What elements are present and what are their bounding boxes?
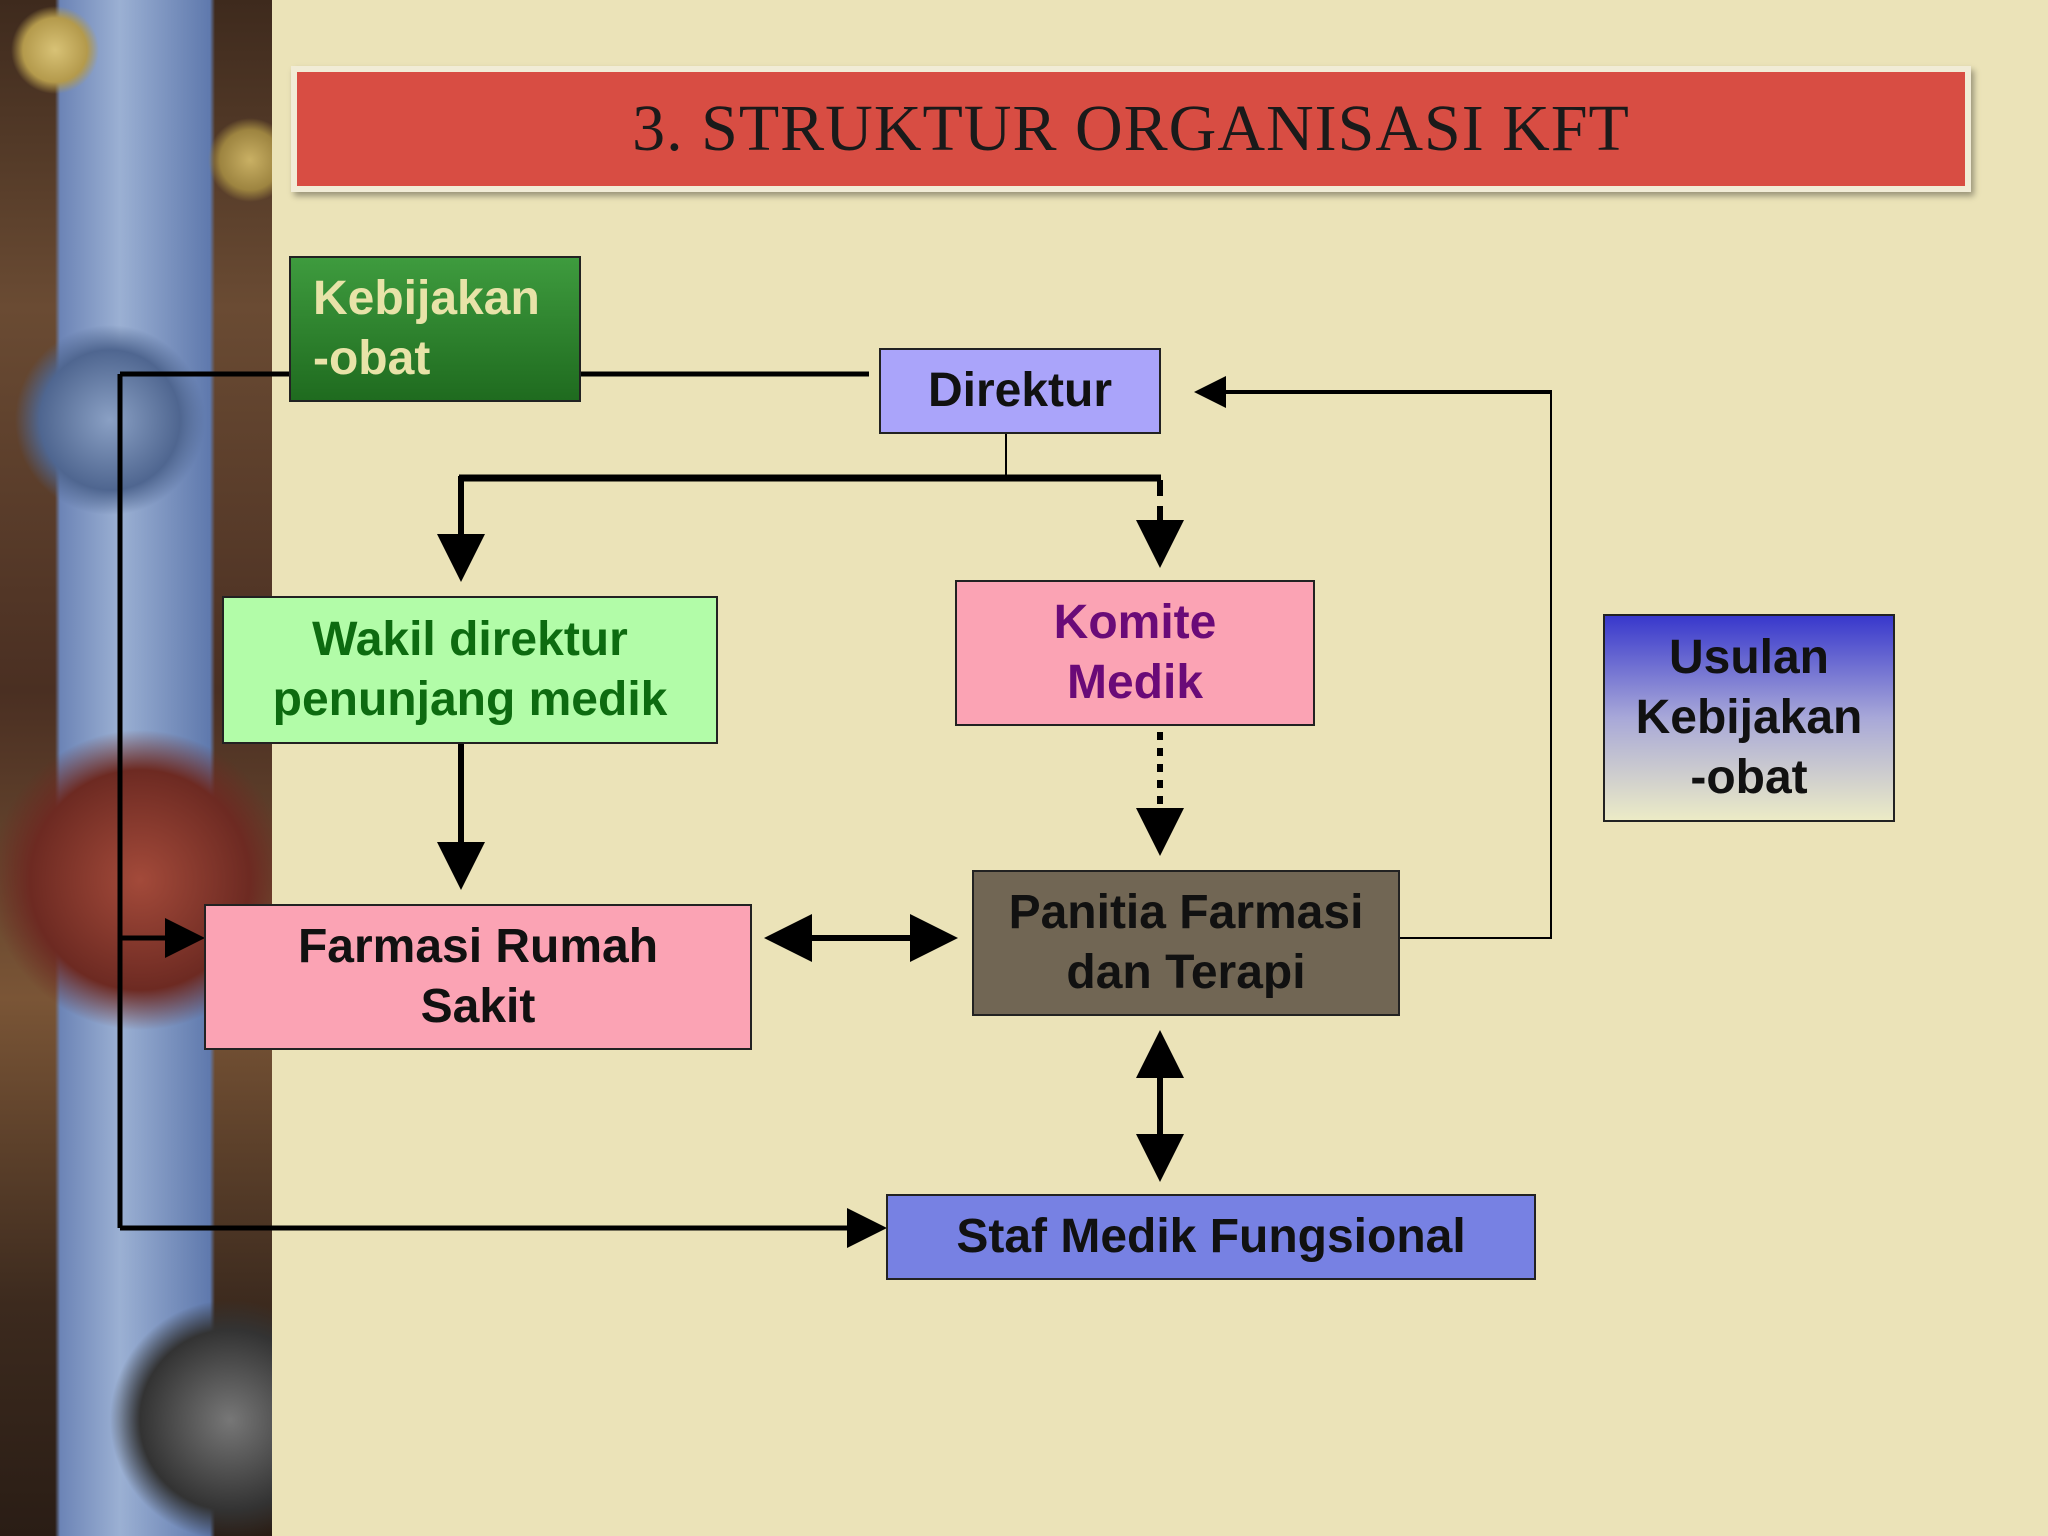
- komite-medik-box: Komite Medik: [955, 580, 1315, 726]
- kebijakan-obat-box: Kebijakan -obat: [289, 256, 581, 402]
- direktur-label: Direktur: [927, 364, 1113, 417]
- direktur-box: Direktur: [879, 348, 1161, 434]
- panitia-farmasi-label: Panitia Farmasi dan Terapi: [1008, 886, 1364, 999]
- staf-medik-box: Staf Medik Fungsional: [886, 1194, 1536, 1280]
- usulan-kebijakan-box: Usulan Kebijakan -obat: [1603, 614, 1895, 822]
- farmasi-rumah-sakit-label: Farmasi Rumah Sakit: [297, 920, 659, 1033]
- staf-medik-label: Staf Medik Fungsional: [956, 1210, 1466, 1263]
- usulan-kebijakan-label: Usulan Kebijakan -obat: [1635, 631, 1863, 804]
- komite-medik-label: Komite Medik: [1053, 596, 1217, 709]
- title-bar: 3. STRUKTUR ORGANISASI KFT: [291, 66, 1971, 192]
- decorative-side-panel: [0, 0, 272, 1536]
- wakil-direktur-box: Wakil direktur penunjang medik: [222, 596, 718, 744]
- panitia-farmasi-box: Panitia Farmasi dan Terapi: [972, 870, 1400, 1016]
- wakil-direktur-label: Wakil direktur penunjang medik: [272, 613, 668, 726]
- farmasi-rumah-sakit-box: Farmasi Rumah Sakit: [204, 904, 752, 1050]
- kebijakan-obat-label: Kebijakan -obat: [313, 272, 540, 385]
- slide-title: 3. STRUKTUR ORGANISASI KFT: [632, 92, 1630, 165]
